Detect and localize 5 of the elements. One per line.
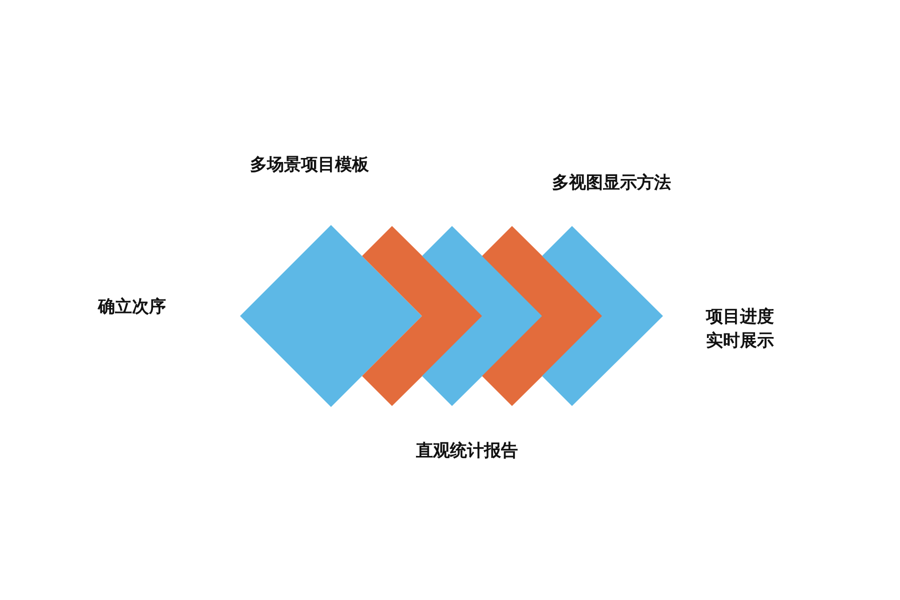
step-label: 直观统计报告 [416, 440, 519, 463]
step-label: 多视图显示方法 [552, 172, 672, 195]
step-label: 项目进度实时展示 [706, 306, 775, 353]
step-label: 多场景项目模板 [250, 154, 370, 177]
step-label: 确立次序 [98, 296, 167, 319]
